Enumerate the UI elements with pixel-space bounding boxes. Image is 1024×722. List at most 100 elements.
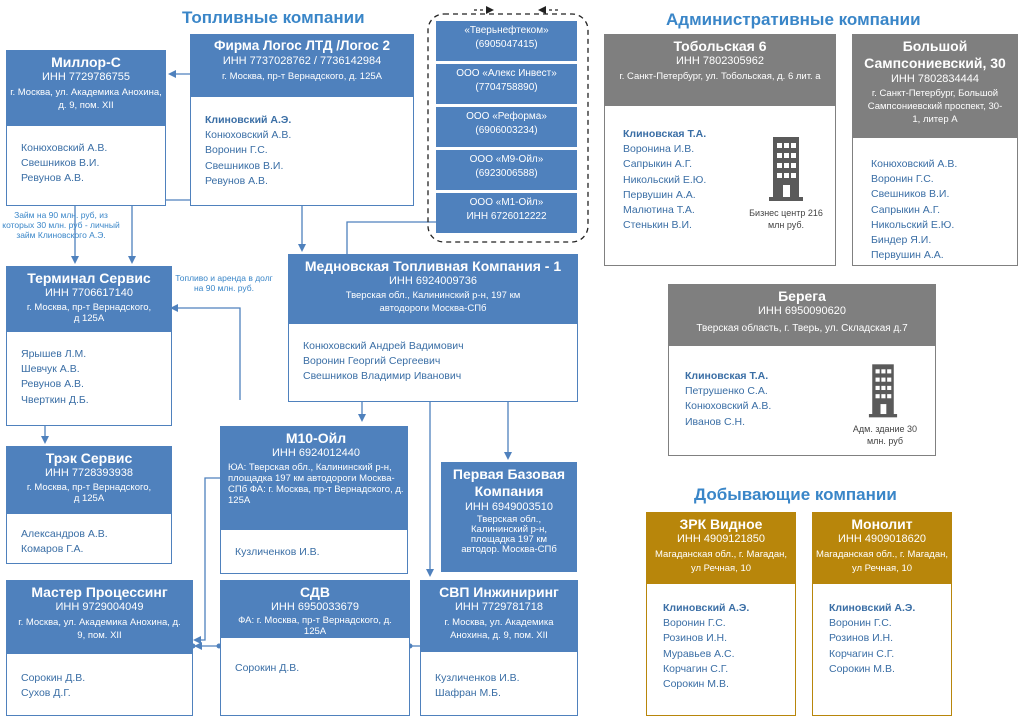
people-list: Александров А.В. Комаров Г.А. — [21, 527, 108, 557]
person: Свешников В.И. — [205, 159, 284, 172]
company-address: г. Санкт-Петербург, Большой Сампсониевск… — [867, 88, 1003, 125]
company-inn: ИНН 6924009736 — [388, 275, 478, 287]
company-inn: ИНН 6924012440 — [271, 447, 361, 459]
person: Розинов И.Н. — [663, 632, 728, 645]
company-inn: ИНН 7802305962 — [675, 55, 765, 67]
person: Ревунов А.В. — [21, 378, 84, 391]
person: Чверткин Д.Б. — [21, 393, 89, 406]
company-address: ФА: г. Москва, пр-т Вернадского, д. 125А — [238, 615, 392, 637]
card-sdv: СДВ ИНН 6950033679 ФА: г. Москва, пр-т В… — [220, 580, 410, 716]
arrow-logos-terminal — [128, 199, 190, 264]
person: Корчагин С.Г. — [663, 662, 729, 675]
company-name: Берега — [778, 288, 826, 304]
card-berega: Берега ИНН 6950090620 Тверская область, … — [668, 284, 936, 456]
people-list: Конюховский Андрей Вадимович Воронин Гео… — [303, 339, 464, 385]
shell-name: ООО «М1-Ойл» — [469, 197, 544, 208]
person: Сорокин М.В. — [663, 678, 729, 691]
people-list: Кузличенков И.В. — [235, 545, 320, 560]
company-address: г. Санкт-Петербург, ул. Тобольская, д. 6… — [619, 71, 821, 82]
company-name: Мастер Процессинг — [31, 584, 168, 600]
building-caption: Бизнес центр 216 млн руб. — [749, 208, 823, 230]
person: Ревунов А.В. — [205, 174, 268, 187]
person: Воронин Г.С. — [663, 617, 726, 630]
person: Конюховский А.В. — [21, 142, 108, 154]
people-list: Клиновская Т.А. Воронина И.В. Сапрыкин А… — [623, 127, 706, 233]
person: Свешников Владимир Иванович — [303, 370, 462, 383]
company-inn: ИНН 7706617140 — [44, 287, 134, 299]
section-title-mining: Добывающие компании — [694, 485, 897, 504]
card-header: Мастер Процессинг ИНН 9729004049 г. Моск… — [6, 580, 193, 654]
person: Сапрыкин А.Г. — [623, 158, 693, 171]
person: Сорокин Д.В. — [21, 672, 86, 684]
company-address: Магаданская обл., г. Магадан, ул Речная,… — [816, 549, 948, 574]
card-m10: М10-Ойл ИНН 6924012440 ЮА: Тверская обл.… — [220, 426, 408, 574]
shell-inn: (6923006588) — [475, 168, 538, 179]
card-header: Большой Сампсониевский, 30 ИНН 780283444… — [852, 34, 1018, 138]
card-millor: Миллор-С ИНН 7729786755 г. Москва, ул. А… — [6, 50, 166, 206]
card-trek: Трэк Сервис ИНН 7728393938 г. Москва, пр… — [6, 446, 172, 564]
company-inn: ИНН 7728393938 — [44, 467, 134, 479]
person: Шевчук А.В. — [21, 363, 80, 376]
person: Комаров Г.А. — [21, 543, 84, 556]
building-icon — [868, 364, 898, 418]
card-logos: Фирма Логос ЛТД /Логос 2 ИНН 7737028762 … — [190, 34, 414, 206]
person: Сорокин М.В. — [829, 662, 895, 675]
card-header: Миллор-С ИНН 7729786755 г. Москва, ул. А… — [6, 50, 166, 126]
shell-name: ООО «Алекс Инвест» — [456, 68, 557, 79]
shell-company: ООО «М9-Ойл»(6923006588) — [436, 150, 577, 190]
company-inn: ИНН 7802834444 — [890, 73, 980, 85]
card-tobolskaya: Тобольская 6 ИНН 7802305962 г. Санкт-Пет… — [604, 34, 836, 266]
person: Клиновский А.Э. — [205, 114, 292, 126]
person: Клиновский А.Э. — [663, 602, 750, 614]
company-name: Миллор-С — [51, 54, 121, 70]
person: Свешников В.И. — [21, 157, 100, 170]
company-name: СДВ — [299, 584, 330, 600]
card-mtk: Медновская Топливная Компания - 1 ИНН 69… — [288, 254, 578, 402]
person: Кузличенков И.В. — [435, 672, 520, 684]
company-address: г. Москва, пр-т Вернадского, д 125А — [26, 482, 152, 504]
loan-note: Займ на 90 млн. руб, из которых 30 млн. … — [2, 210, 120, 240]
person: Стенькин В.И. — [623, 219, 692, 232]
card-header: М10-Ойл ИНН 6924012440 ЮА: Тверская обл.… — [220, 426, 408, 530]
people-list: Клиновский А.Э. Конюховский А.В. Воронин… — [205, 113, 291, 189]
person: Воронин Г.С. — [871, 173, 934, 186]
company-name: Трэк Сервис — [45, 450, 133, 466]
people-list: Сорокин Д.В. Сухов Д.Г. — [21, 671, 85, 701]
people-list: Конюховский А.В. Воронин Г.С. Свешников … — [871, 157, 957, 263]
person: Биндер Я.И. — [871, 234, 932, 247]
company-name: СВП Инжиниринг — [439, 584, 559, 600]
person: Петрушенко С.А. — [685, 385, 768, 398]
shell-inn: (6905047415) — [475, 39, 538, 50]
arrow-mtk-terminal — [170, 304, 241, 400]
company-address: г. Москва, ул. Академика Анохина, д. 9, … — [10, 87, 162, 111]
person: Шафран М.Б. — [435, 687, 501, 700]
people-list: Клиновский А.Э. Воронин Г.С. Розинов И.Н… — [663, 601, 749, 692]
people-list: Клиновская Т.А. Петрушенко С.А. Конюховс… — [685, 369, 771, 430]
card-zrk-vidnoe: ЗРК Видное ИНН 4909121850 Магаданская об… — [646, 512, 796, 716]
card-header: СДВ ИНН 6950033679 ФА: г. Москва, пр-т В… — [220, 580, 410, 638]
person: Воронин Георгий Сергеевич — [303, 355, 441, 368]
person: Конюховский Андрей Вадимович — [303, 340, 464, 352]
shell-company: «Тверьнефтеком»(6905047415) — [436, 21, 577, 61]
person: Ярышев Л.М. — [21, 348, 87, 360]
card-header: Первая Базовая Компания ИНН 6949003510 Т… — [441, 462, 577, 572]
company-name: Медновская Топливная Компания - 1 — [304, 258, 562, 274]
card-master: Мастер Процессинг ИНН 9729004049 г. Моск… — [6, 580, 193, 716]
card-header: Тобольская 6 ИНН 7802305962 г. Санкт-Пет… — [604, 34, 836, 106]
people-list: Клиновский А.Э. Воронин Г.С. Розинов И.Н… — [829, 601, 915, 677]
card-header: Фирма Логос ЛТД /Логос 2 ИНН 7737028762 … — [190, 34, 414, 97]
person: Корчагин С.Г. — [829, 647, 895, 660]
person: Муравьев А.С. — [663, 647, 735, 660]
card-header: Трэк Сервис ИНН 7728393938 г. Москва, пр… — [6, 446, 172, 514]
card-pbk: Первая Базовая Компания ИНН 6949003510 Т… — [441, 462, 577, 572]
person: Клиновский А.Э. — [829, 602, 916, 614]
arrow-m10-master — [193, 477, 220, 644]
company-name: Большой Сампсониевский, 30 — [864, 38, 1006, 71]
company-name: Терминал Сервис — [27, 270, 151, 286]
person: Сорокин Д.В. — [235, 662, 300, 674]
shell-company: ООО «М1-Ойл»ИНН 6726012222 — [436, 193, 577, 233]
shell-inn: (7704758890) — [475, 82, 538, 93]
card-header: СВП Инжиниринг ИНН 7729781718 г. Москва,… — [420, 580, 578, 652]
company-name: Фирма Логос ЛТД /Логос 2 — [214, 38, 390, 53]
people-list: Ярышев Л.М. Шевчук А.В. Ревунов А.В. Чве… — [21, 347, 89, 408]
